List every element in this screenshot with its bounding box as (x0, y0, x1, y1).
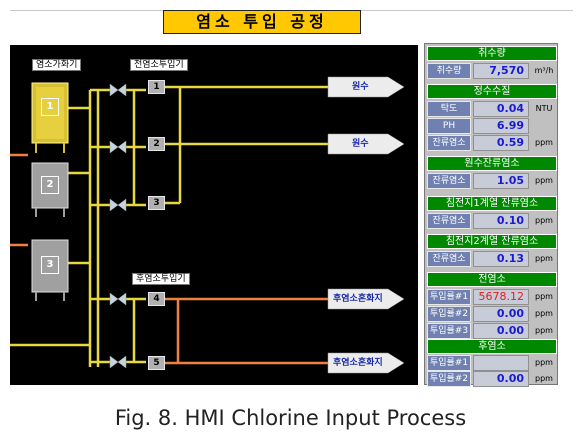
tank-2-number[interactable]: 2 (41, 176, 59, 194)
row-label: 잔류염소 (427, 213, 471, 229)
process-diagram (10, 76, 405, 374)
row-unit: ppm (535, 176, 553, 185)
row-unit: ppm (535, 292, 553, 301)
row-value: 0.00 (473, 371, 529, 387)
row-value: 6.99 (473, 118, 529, 134)
page-title: 염소 투입 공정 (163, 10, 361, 34)
tank-1-graphic (31, 82, 69, 153)
row-unit: ppm (535, 326, 553, 335)
post-chlorine-injector-label: 후염소투입기 (132, 273, 190, 285)
pre-rate-2-row: 투입률#2 0.00 ppm (427, 306, 557, 322)
row-value: 0.13 (473, 251, 529, 267)
row-label: 투입률#1 (427, 355, 471, 371)
raw-chlorine-title: 원수잔류염소 (427, 156, 557, 171)
output-raw-water-2: 원수 (352, 139, 369, 149)
row-label: 투입률#1 (427, 289, 471, 305)
hmi-process-screen: 염소가화기 전염소투입기 후염소투입기 1 2 3 1 2 3 4 5 원수 원… (10, 45, 418, 385)
output-post-mixing-2: 후염소혼화지 (333, 358, 383, 368)
row-label: 투입률#2 (427, 371, 471, 387)
sed2-title: 침전지2계열 잔류염소 (427, 234, 557, 249)
quality-title: 정수수질 (427, 84, 557, 99)
pre-chlorine-injector-label: 전염소투입기 (130, 59, 188, 71)
sed1-title: 침전지1계열 잔류염소 (427, 196, 557, 211)
row-label: 투입률#3 (427, 323, 471, 339)
post-rate-1-row: 투입률#1 ppm (427, 355, 557, 371)
sed2-row: 잔류염소 0.13 ppm (427, 251, 557, 267)
injector-3[interactable]: 3 (148, 196, 165, 210)
row-label: 잔류염소 (427, 251, 471, 267)
raw-chlorine-row: 잔류염소 1.05 ppm (427, 173, 557, 189)
output-post-mixing-1: 후염소혼화지 (333, 294, 383, 304)
row-unit: ppm (535, 138, 553, 147)
row-value: 5678.12 (473, 289, 529, 305)
row-value: 0.00 (473, 306, 529, 322)
tank-3-graphic (31, 239, 69, 301)
tank-3-number[interactable]: 3 (41, 256, 59, 274)
pre-rate-1-row: 투입률#1 5678.12 ppm (427, 289, 557, 305)
ph-row: PH 6.99 (427, 118, 557, 134)
pre-rate-3-row: 투입률#3 0.00 ppm (427, 323, 557, 339)
row-unit: NTU (535, 104, 553, 113)
intake-row: 취수량 7,570 m³/h (427, 63, 557, 79)
row-label: 탁도 (427, 101, 471, 117)
chlorinator-group-label: 염소가화기 (32, 59, 82, 71)
injector-5[interactable]: 5 (148, 356, 165, 370)
row-label: PH (427, 118, 471, 134)
row-value: 0.10 (473, 213, 529, 229)
row-unit: ppm (535, 254, 553, 263)
row-value (473, 355, 529, 371)
post-chlorine-pipes (10, 153, 350, 365)
row-unit: ppm (535, 309, 553, 318)
row-label: 잔류염소 (427, 135, 471, 151)
row-value: 0.59 (473, 135, 529, 151)
residual-chlorine-row: 잔류염소 0.59 ppm (427, 135, 557, 151)
row-unit: ppm (535, 374, 553, 383)
row-unit (531, 118, 557, 134)
tank-2-graphic (31, 162, 69, 217)
intake-title: 취수량 (427, 46, 557, 61)
pre-chlorine-title: 전염소 (427, 272, 557, 287)
tank-1-number[interactable]: 1 (41, 98, 59, 116)
post-chlorine-title: 후염소 (427, 339, 557, 354)
output-arrows (327, 76, 405, 374)
row-value: 7,570 (473, 63, 529, 79)
figure-caption: Fig. 8. HMI Chlorine Input Process (114, 406, 467, 430)
injector-4[interactable]: 4 (148, 292, 165, 306)
row-label: 투입률#2 (427, 306, 471, 322)
injector-2[interactable]: 2 (148, 137, 165, 151)
row-label: 잔류염소 (427, 173, 471, 189)
row-unit: ppm (535, 358, 553, 367)
post-rate-2-row: 투입률#2 0.00 ppm (427, 371, 557, 387)
valves (109, 83, 127, 369)
row-value: 1.05 (473, 173, 529, 189)
row-unit: ppm (535, 216, 553, 225)
turbidity-row: 탁도 0.04 NTU (427, 101, 557, 117)
status-panel: 취수량 취수량 7,570 m³/h 정수수질 탁도 0.04 NTU PH 6… (424, 43, 558, 387)
injector-1[interactable]: 1 (148, 80, 165, 94)
row-value: 0.00 (473, 323, 529, 339)
sed1-row: 잔류염소 0.10 ppm (427, 213, 557, 229)
row-unit: m³/h (534, 66, 554, 75)
row-label: 취수량 (427, 63, 471, 79)
output-raw-water-1: 원수 (352, 82, 369, 92)
row-value: 0.04 (473, 101, 529, 117)
